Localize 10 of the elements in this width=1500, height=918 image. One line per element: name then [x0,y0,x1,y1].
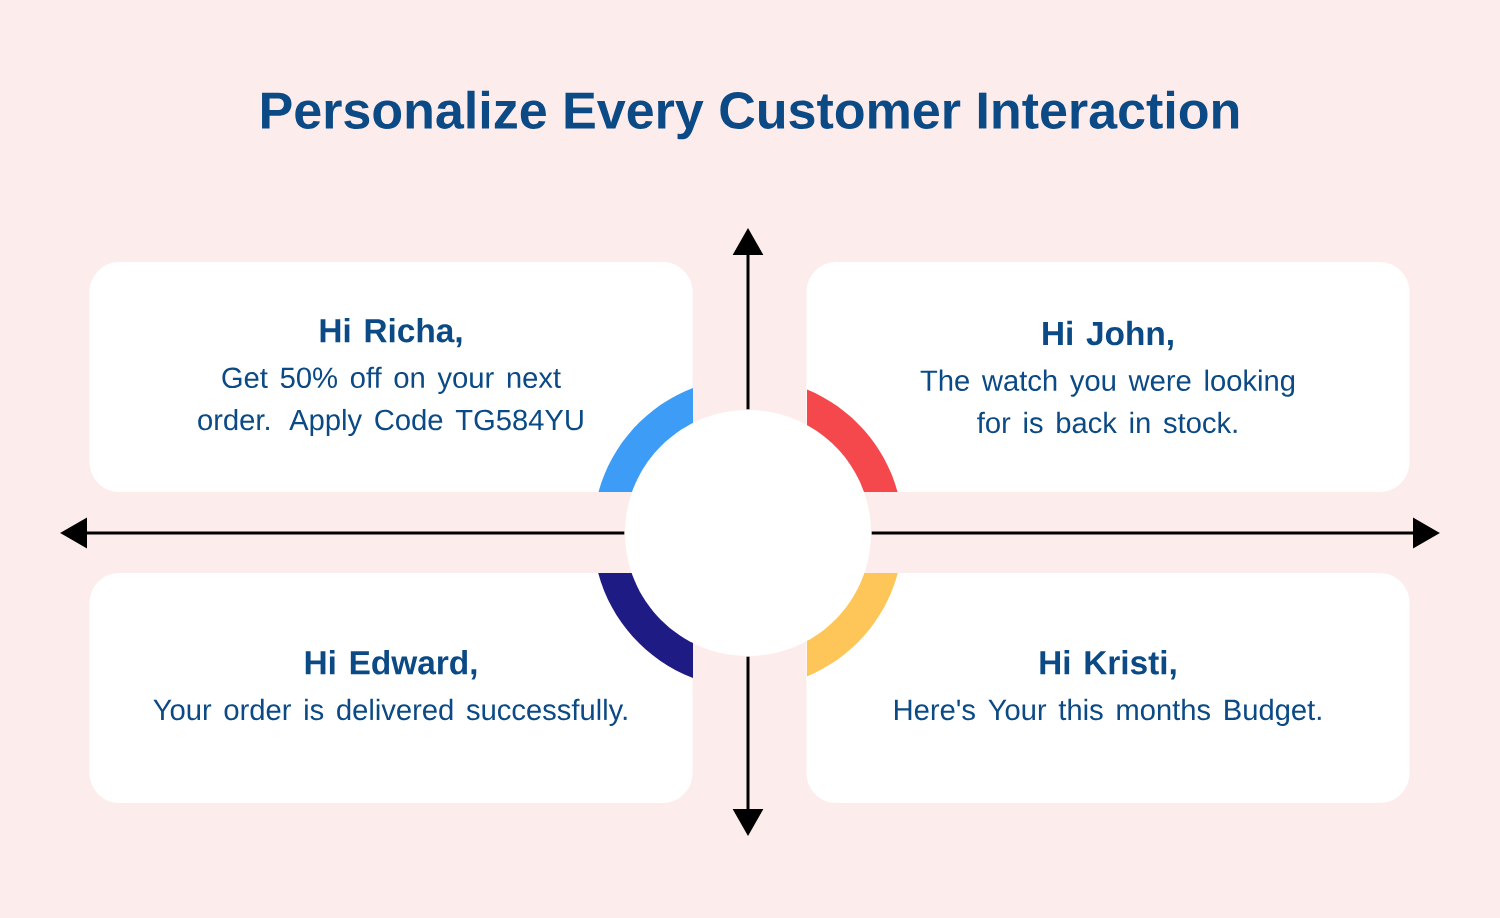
message-text: Hi Edward, Your order is delivered successfully. [153,650,627,726]
title: Personalize Every Customer Interaction [262,90,1239,140]
message-text: Hi Kristi, Here's Your this months Budget. [894,650,1321,726]
message-card [89,262,693,492]
message-card [806,262,1410,492]
center-circle [625,410,871,656]
message-text: Hi John, The watch you were looking for is back in stock. [920,320,1295,434]
message-card [89,573,693,803]
message-text: Hi Richa, Get 50% off on your next order. Apply Code TG584YU [198,317,583,437]
message-card [806,573,1410,803]
